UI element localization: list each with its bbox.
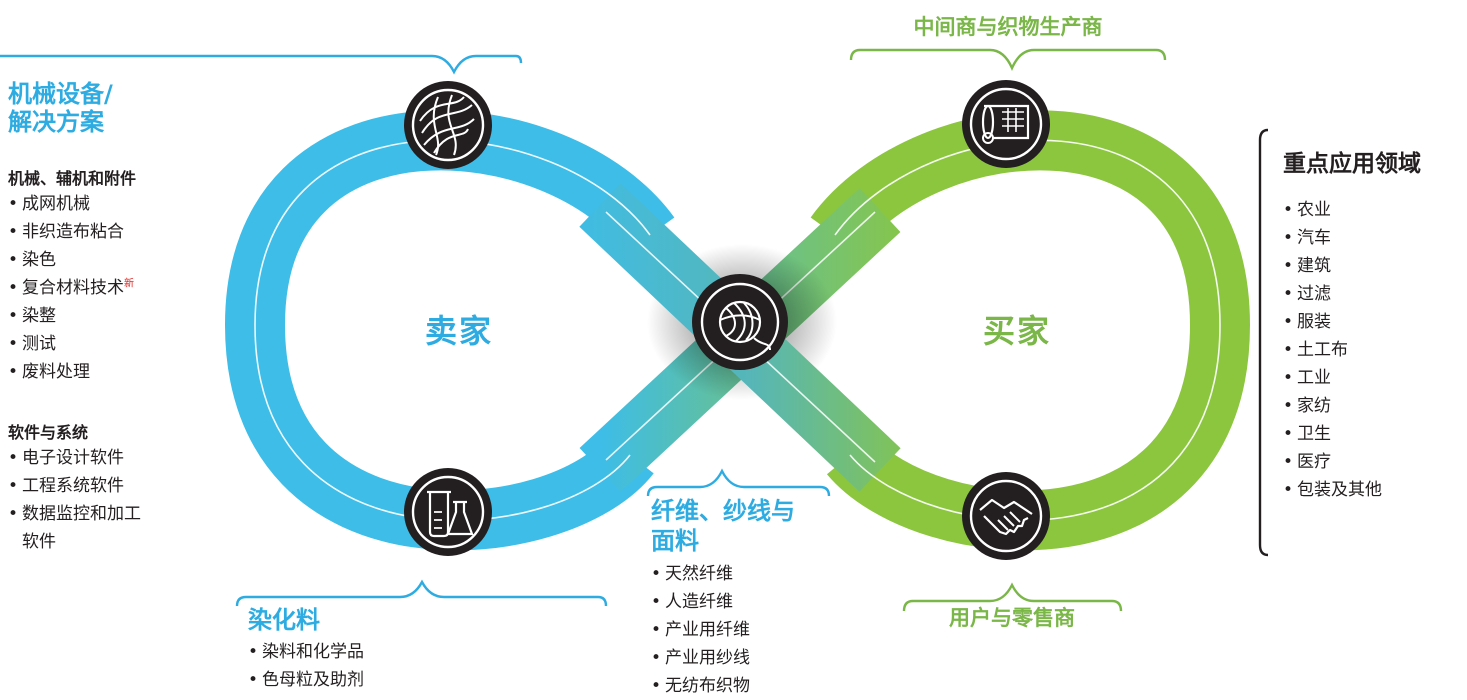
seller-label: 卖家 xyxy=(425,312,494,350)
list-item: 过滤 xyxy=(1283,280,1463,308)
dyes-section: 染化料 染料和化学品 色母粒及助剂 xyxy=(248,606,468,694)
users-title: 用户与零售商 xyxy=(949,606,1075,630)
new-badge: 新 xyxy=(124,278,134,290)
applications-bracket xyxy=(1258,128,1269,557)
lab-flask-icon xyxy=(404,468,492,556)
list-item: 医疗 xyxy=(1283,448,1463,476)
applications-list: 农业 汽车 建筑 过滤 服装 土工布 工业 家纺 卫生 医疗 包装及其他 xyxy=(1283,196,1463,504)
fiber-web-icon xyxy=(404,81,492,169)
intermediaries-bracket xyxy=(849,48,1167,71)
list-item: 包装及其他 xyxy=(1283,476,1463,504)
fibers-list: 天然纤维 人造纤维 产业用纤维 产业用纱线 无纺布织物 xyxy=(651,560,851,700)
fibers-title: 纤维、纱线与 面料 xyxy=(651,497,795,555)
machinery-section: 机械设备/ 解决方案 机械、辅机和附件 成网机械 非织造布粘合 染色 复合材料技… xyxy=(8,80,208,556)
fabric-roll-icon xyxy=(962,80,1050,168)
list-item: 成网机械 xyxy=(8,190,208,218)
applications-section: 重点应用领域 农业 汽车 建筑 过滤 服装 土工布 工业 家纺 卫生 医疗 包装… xyxy=(1283,150,1463,504)
handshake-icon xyxy=(962,472,1050,560)
machinery-bracket xyxy=(0,54,523,75)
list-item: 染料和化学品 xyxy=(248,638,468,666)
dyes-list: 染料和化学品 色母粒及助剂 xyxy=(248,638,468,694)
yarn-ball-icon xyxy=(692,274,788,370)
list-item: 天然纤维 xyxy=(651,560,851,588)
list-item: 无纺布织物 xyxy=(651,672,851,700)
list-item: 建筑 xyxy=(1283,252,1463,280)
fibers-bracket xyxy=(646,468,831,497)
list-item: 电子设计软件 xyxy=(8,444,208,472)
software-list: 电子设计软件 工程系统软件 数据监控和加工 软件 xyxy=(8,444,208,556)
applications-title: 重点应用领域 xyxy=(1283,151,1421,177)
list-item: 测试 xyxy=(8,330,208,358)
list-item: 染色 xyxy=(8,246,208,274)
list-item: 废料处理 xyxy=(8,358,208,386)
list-item: 土工布 xyxy=(1283,336,1463,364)
list-item: 产业用纤维 xyxy=(651,616,851,644)
dyes-title: 染化料 xyxy=(248,606,320,634)
list-item: 卫生 xyxy=(1283,420,1463,448)
list-item: 色母粒及助剂 xyxy=(248,666,468,694)
list-item: 产业用纱线 xyxy=(651,644,851,672)
list-item: 染整 xyxy=(8,302,208,330)
intermediaries-title: 中间商与织物生产商 xyxy=(913,15,1103,39)
list-item: 农业 xyxy=(1283,196,1463,224)
buyer-label: 买家 xyxy=(983,312,1052,350)
list-item: 数据监控和加工 xyxy=(8,500,208,528)
list-item: 工程系统软件 xyxy=(8,472,208,500)
list-item: 家纺 xyxy=(1283,392,1463,420)
fibers-section: 纤维、纱线与 面料 天然纤维 人造纤维 产业用纤维 产业用纱线 无纺布织物 xyxy=(651,496,851,700)
list-item: 复合材料技术新 xyxy=(8,274,208,302)
list-item: 工业 xyxy=(1283,364,1463,392)
users-bracket xyxy=(902,582,1123,612)
machinery-list: 成网机械 非织造布粘合 染色 复合材料技术新 染整 测试 废料处理 xyxy=(8,190,208,386)
list-item: 汽车 xyxy=(1283,224,1463,252)
machinery-title: 机械设备/ 解决方案 xyxy=(8,80,113,136)
software-group-title: 软件与系统 xyxy=(8,423,89,442)
list-item: 人造纤维 xyxy=(651,588,851,616)
list-item: 服装 xyxy=(1283,308,1463,336)
list-item-continued: 软件 xyxy=(22,532,56,552)
machinery-group-title: 机械、辅机和附件 xyxy=(8,169,137,188)
dyes-bracket xyxy=(235,579,608,607)
list-item: 非织造布粘合 xyxy=(8,218,208,246)
